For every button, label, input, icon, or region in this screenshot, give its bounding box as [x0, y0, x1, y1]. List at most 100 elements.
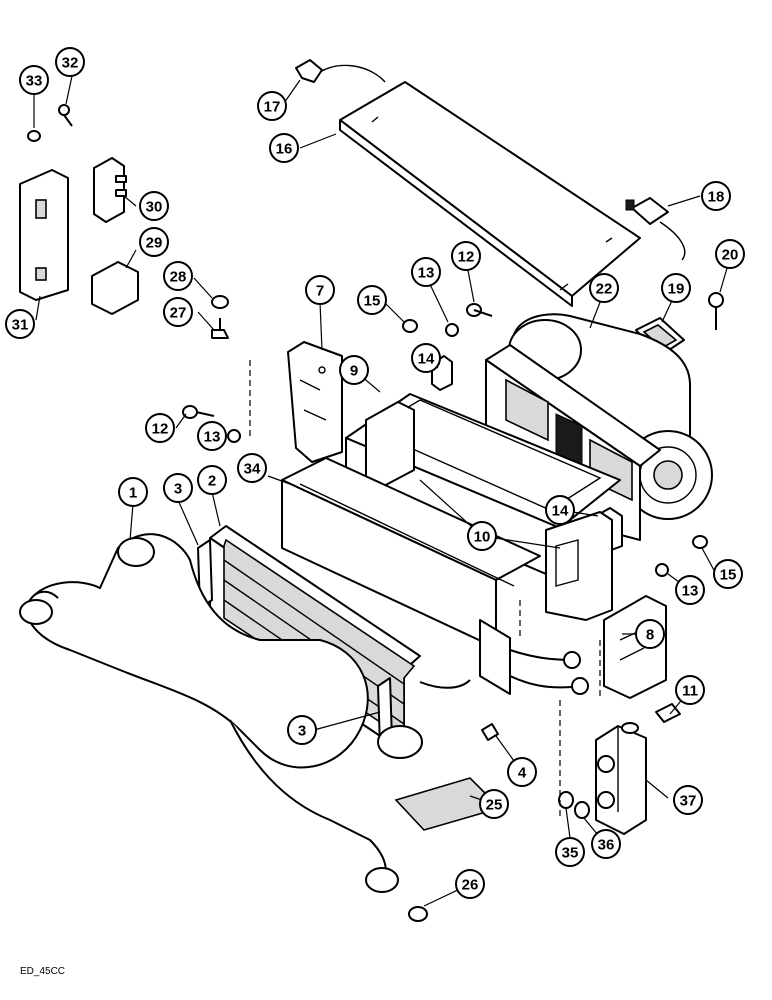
- callout-11: 11: [675, 675, 705, 705]
- callout-1: 1: [118, 477, 148, 507]
- callout-circle: [675, 575, 705, 605]
- callout-number: 14: [418, 351, 435, 368]
- callout-number: 12: [458, 249, 475, 266]
- washer: [655, 563, 669, 577]
- callout-circle: [305, 275, 335, 305]
- callout-number: 16: [276, 141, 293, 158]
- callout-number: 17: [264, 99, 281, 116]
- callout-number: 32: [62, 55, 79, 72]
- callout-circle: [5, 309, 35, 339]
- relay-block: [93, 157, 127, 223]
- hose-clip: [481, 723, 499, 741]
- callout-circle: [411, 257, 441, 287]
- callout-number: 13: [418, 265, 435, 282]
- callout-number: 33: [26, 73, 43, 90]
- callout-8: 8: [635, 619, 665, 649]
- o-ring: [574, 801, 590, 819]
- callout-circle: [591, 829, 621, 859]
- blower-switch: [625, 197, 686, 261]
- callout-number: 15: [720, 567, 737, 584]
- screw-part: [58, 104, 73, 127]
- callout-circle: [145, 413, 175, 443]
- callout-number: 12: [152, 421, 169, 438]
- callout-28: 28: [163, 261, 193, 291]
- callout-9: 9: [339, 355, 369, 385]
- bolt-part: [211, 318, 229, 339]
- callout-10: 10: [467, 521, 497, 551]
- callout-circle: [507, 757, 537, 787]
- callout-circle: [237, 453, 267, 483]
- callout-number: 13: [204, 429, 221, 446]
- callout-circle: [545, 495, 575, 525]
- callout-number: 19: [668, 281, 685, 298]
- callout-circle: [467, 521, 497, 551]
- bolt-part: [466, 303, 493, 317]
- callout-circle: [197, 421, 227, 451]
- callout-number: 20: [722, 247, 739, 264]
- callout-4: 4: [507, 757, 537, 787]
- callout-circle: [411, 343, 441, 373]
- clip-part: [295, 59, 386, 83]
- screw-part: [708, 292, 724, 330]
- bolt-part: [692, 535, 708, 549]
- mounting-plate: [19, 169, 69, 301]
- callout-number: 18: [708, 189, 725, 206]
- callout-number: 3: [174, 481, 182, 498]
- callout-circle: [163, 473, 193, 503]
- callout-number: 29: [146, 235, 163, 252]
- callout-circle: [451, 241, 481, 271]
- callout-2: 2: [197, 465, 227, 495]
- washer: [211, 295, 229, 309]
- callout-17: 17: [257, 91, 287, 121]
- callout-circle: [675, 675, 705, 705]
- callout-33: 33: [19, 65, 49, 95]
- callout-32: 32: [55, 47, 85, 77]
- callout-30: 30: [139, 191, 169, 221]
- callout-number: 4: [518, 765, 527, 782]
- callout-31: 31: [5, 309, 35, 339]
- callout-number: 3: [298, 723, 306, 740]
- callout-number: 14: [552, 503, 569, 520]
- callout-circle: [55, 47, 85, 77]
- callout-18: 18: [701, 181, 731, 211]
- callout-35: 35: [555, 837, 585, 867]
- left-bracket: [287, 341, 343, 463]
- drawing-code: ED_45CC: [20, 966, 65, 977]
- callout-number: 15: [364, 293, 381, 310]
- side-plate: [545, 511, 613, 621]
- washer: [445, 323, 459, 337]
- callout-circle: [715, 239, 745, 269]
- callout-number: 22: [596, 281, 613, 298]
- callout-circle: [673, 785, 703, 815]
- callout-circle: [163, 297, 193, 327]
- callout-number: 1: [129, 485, 137, 502]
- callout-number: 25: [486, 797, 503, 814]
- callout-circle: [555, 837, 585, 867]
- o-ring: [558, 791, 574, 809]
- callout-34: 34: [237, 453, 267, 483]
- callout-circle: [455, 869, 485, 899]
- callout-circle: [197, 465, 227, 495]
- callout-14: 14: [411, 343, 441, 373]
- callout-circle: [19, 65, 49, 95]
- callout-circle: [357, 285, 387, 315]
- callout-16: 16: [269, 133, 299, 163]
- assembly-guide-line: [249, 360, 601, 820]
- bolt-part: [182, 405, 215, 419]
- callout-27: 27: [163, 297, 193, 327]
- callout-20: 20: [715, 239, 745, 269]
- callout-number: 27: [170, 305, 187, 322]
- callout-circle: [118, 477, 148, 507]
- expansion-valve: [595, 722, 647, 835]
- callout-number: 9: [350, 363, 358, 380]
- air-duct: [19, 533, 423, 893]
- callout-13: 13: [675, 575, 705, 605]
- callout-number: 35: [562, 845, 579, 862]
- callout-13: 13: [411, 257, 441, 287]
- cover-plate: [339, 81, 641, 307]
- callout-3: 3: [287, 715, 317, 745]
- callout-number: 26: [462, 877, 479, 894]
- callout-25: 25: [479, 789, 509, 819]
- callout-number: 31: [12, 317, 29, 334]
